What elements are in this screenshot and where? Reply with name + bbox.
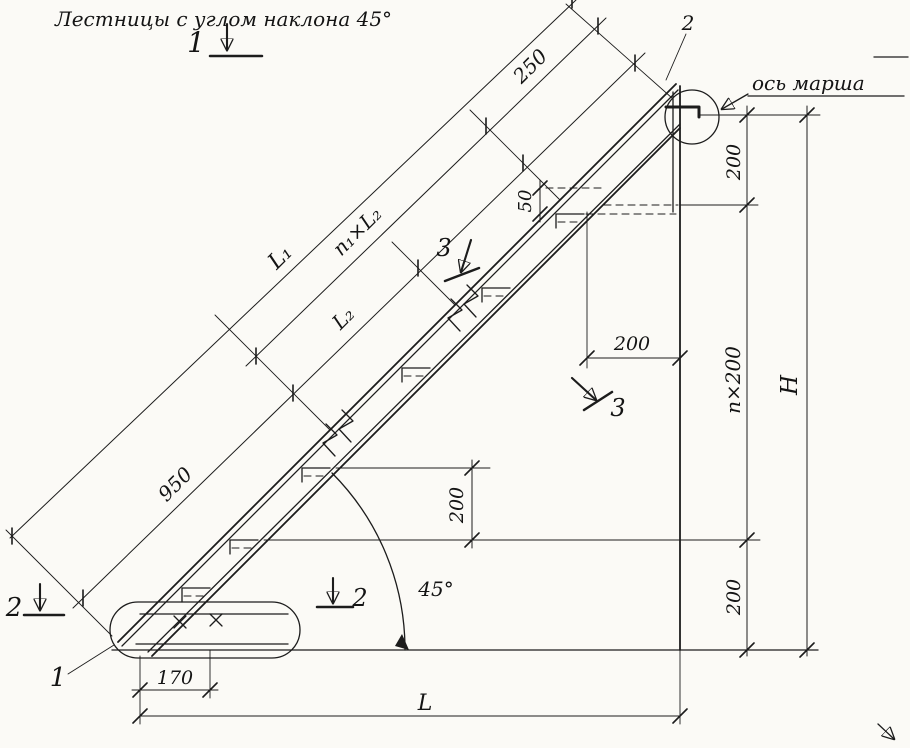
section-label-1-bottom: 1 [50,663,67,693]
section-label-1-top: 1 [187,26,205,59]
dim-label-l2: L₂ [326,302,359,335]
anchor-marks [173,613,223,629]
dim-line-chain2 [245,17,607,367]
dim-label-250: 250 [507,44,552,89]
detail-circle [664,89,720,145]
dim-ticks [532,180,548,222]
support-angle-bracket [664,105,701,119]
dim-label-200-riser: 200 [446,487,468,524]
stringer-upper-outer [117,83,677,643]
detail-callout-node: 2 ось марша [664,11,909,145]
stringer-lower-inner [147,123,681,653]
stair-steps [181,187,679,603]
step-profile [481,287,511,303]
dim-label-200-tread: 200 [613,333,650,355]
bottom-dimensions: 170 L [131,649,688,725]
base-callout-outline [109,601,301,659]
step-dimensions: 200 200 50 [335,179,688,549]
axis-of-flight-label: ось марша [752,71,865,95]
break-zigzag [447,298,463,332]
stringer-lower-outer [151,127,681,657]
section-label-3-upper: 3 [436,234,451,262]
extension-lines [139,649,681,725]
dim-label-950: 950 [153,462,197,506]
dim-label-H: H [777,374,803,396]
step-profile [301,467,331,483]
break-lines [322,284,479,457]
break-zigzag [463,284,479,318]
dim-ticks [464,460,480,548]
stair-base [109,601,301,659]
section-arrow [461,238,473,272]
angle-annotation: 45° [331,472,454,651]
dim-label-200-bottom: 200 [723,579,745,616]
section-label-2-top: 2 [681,11,695,35]
section-label-2-left: 2 [5,593,23,623]
detail-leader [67,644,115,675]
section-cut-line [582,390,614,412]
step-profile [401,367,431,383]
vertical-dimensions: 200 n×200 200 H [263,105,821,658]
section-arrow [570,376,596,400]
dim-line-total [9,0,577,539]
inclined-dimensions: 950 L₂ n₁×L₂ 250 L₁ [5,0,673,637]
break-zigzag [338,409,354,443]
stringer-upper-inner [121,89,679,647]
dim-label-170: 170 [157,667,193,689]
dim-label-L: L [417,691,433,716]
step-profile [229,539,259,555]
dim-label-n1xl2: n₁×L₂ [328,202,387,261]
callout-leader [665,33,687,81]
drawing-title: Лестницы с углом наклона 45° [54,7,392,31]
dim-label-200-top: 200 [723,144,745,181]
section-label-2-mid: 2 [351,584,367,612]
dim-ticks [579,350,688,366]
dim-ticks [11,0,636,607]
section-label-3-lower: 3 [610,394,625,422]
angle-label: 45° [417,577,453,601]
extension-lines [263,114,821,541]
extension-lines [5,3,673,637]
break-zigzag [322,423,338,457]
axis-arrow [722,93,749,109]
step-profile [555,213,585,229]
step-hidden-line [557,213,677,223]
landing-hidden-lines [545,187,679,206]
section-cut-line [443,266,481,283]
dim-label-50: 50 [515,190,536,213]
dim-ticks [132,682,688,724]
dim-line-chain1 [72,52,646,609]
dim-label-nx200: n×200 [721,346,745,414]
step-profile [181,587,211,603]
stair-structure [111,83,819,657]
dim-ticks [739,107,815,658]
angle-arc-arrowhead [395,634,409,650]
section-marks: 1 2 2 3 3 1 [5,22,894,739]
angle-arc [331,472,406,651]
corner-continuation-arrow [877,723,894,739]
